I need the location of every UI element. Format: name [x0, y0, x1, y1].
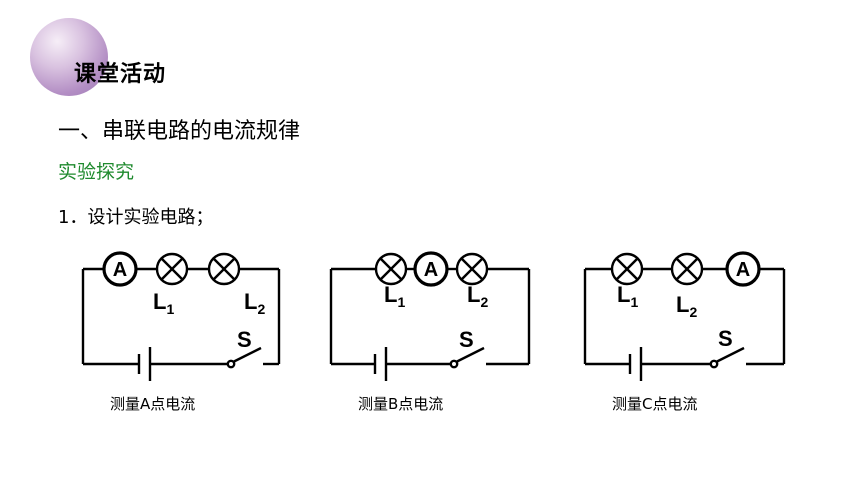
caption-measure-b: 测量B点电流 [358, 395, 444, 413]
circuit-c [583, 251, 786, 381]
lamp-icon [207, 252, 241, 286]
lamp-icon [374, 252, 408, 286]
caption-measure-a: 测量A点电流 [110, 395, 196, 413]
ammeter-label: A [736, 259, 750, 281]
ammeter-icon [102, 251, 138, 287]
lesson-subheading: 实验探究 [58, 161, 135, 183]
lamp-l2-label: L2 [676, 292, 697, 320]
step-text: 1．设计实验电路； [58, 207, 214, 228]
switch-label: S [718, 326, 733, 351]
switch-blade [715, 346, 745, 364]
lamp-icon [610, 252, 644, 286]
lamp-icon [670, 252, 704, 286]
ammeter-label: A [113, 259, 127, 281]
decorative-circle [30, 18, 108, 96]
ammeter-icon [413, 251, 449, 287]
ammeter-label: A [424, 259, 438, 281]
lamp-l2-label: L2 [244, 289, 265, 317]
section-title: 课堂活动 [74, 62, 167, 87]
circuit-a [81, 251, 281, 381]
lamp-icon [455, 252, 489, 286]
lamp-l2-label: L2 [467, 282, 488, 310]
switch-blade [232, 346, 262, 364]
lesson-heading: 一、串联电路的电流规律 [58, 119, 301, 144]
lamp-l1-label: L1 [617, 282, 638, 310]
switch-blade [455, 346, 485, 364]
lamp-icon [155, 252, 189, 286]
caption-measure-c: 测量C点电流 [612, 395, 698, 413]
lamp-l1-label: L1 [153, 289, 174, 317]
switch-pivot [709, 359, 719, 369]
ammeter-icon [725, 251, 761, 287]
circuit-b [329, 251, 531, 381]
switch-pivot [226, 359, 236, 369]
lamp-l1-label: L1 [384, 282, 405, 310]
switch-label: S [459, 327, 474, 352]
switch-label: S [237, 327, 252, 352]
switch-pivot [449, 359, 459, 369]
